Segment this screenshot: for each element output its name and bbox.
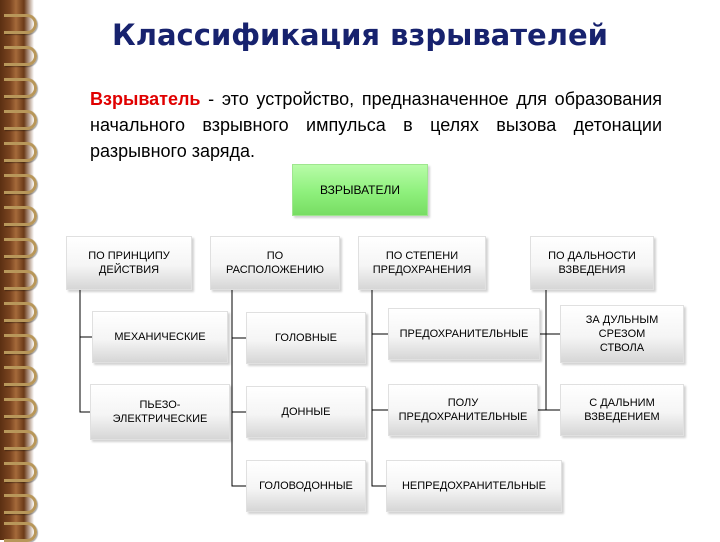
category-location: ПО РАСПОЛОЖЕНИЮ [210,236,340,290]
item-mechanical: МЕХАНИЧЕСКИЕ [92,311,228,363]
item-delayed-arming: С ДАЛЬНИМ ВЗВЕДЕНИЕМ [560,384,684,436]
item-semi-safety: ПОЛУ ПРЕДОХРАНИТЕЛЬНЫЕ [388,384,538,436]
category-principle: ПО ПРИНЦИПУ ДЕЙСТВИЯ [66,236,192,290]
item-muzzle-arming: ЗА ДУЛЬНЫМ СРЕЗОМ СТВОЛА [560,305,684,363]
category-arming: ПО ДАЛЬНОСТИ ВЗВЕДЕНИЯ [530,236,654,290]
item-head: ГОЛОВНЫЕ [246,312,366,364]
root-node: ВЗРЫВАТЕЛИ [292,164,428,216]
item-non-safety: НЕПРЕДОХРАНИТЕЛЬНЫЕ [386,460,562,512]
category-safety: ПО СТЕПЕНИ ПРЕДОХРАНЕНИЯ [358,236,486,290]
item-safety: ПРЕДОХРАНИТЕЛЬНЫЕ [388,308,540,360]
connector-line [372,290,386,486]
item-head-base: ГОЛОВОДОННЫЕ [246,460,366,512]
item-piezoelectric: ПЬЕЗО- ЭЛЕКТРИЧЕСКИЕ [90,384,230,440]
item-base: ДОННЫЕ [246,386,366,438]
connector-line [232,290,246,486]
connector-line [80,290,90,412]
